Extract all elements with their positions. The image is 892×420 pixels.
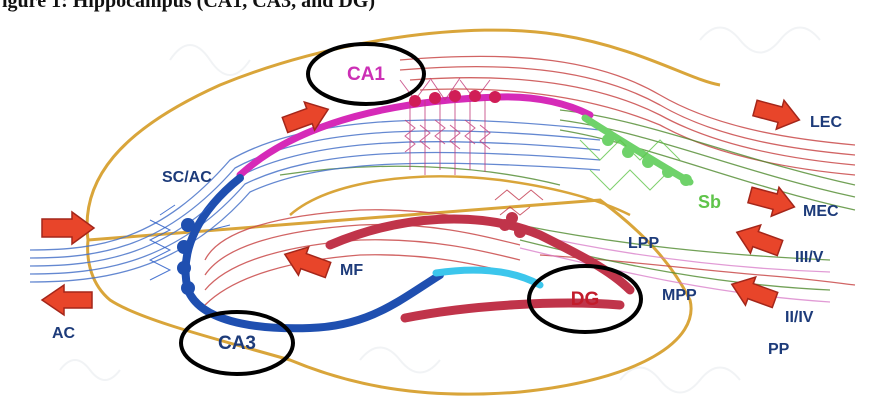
ca1-neurons (409, 90, 501, 107)
red-fibers (204, 55, 856, 306)
mf-label: MF (340, 262, 363, 279)
dg-label: DG (571, 289, 600, 310)
arrows (40, 98, 801, 317)
sb-label: Sb (698, 192, 721, 212)
ca3-band (181, 174, 444, 333)
sc-ac-label: SC/AC (162, 169, 212, 186)
ac-label: AC (52, 325, 76, 342)
dg-lower-band (400, 298, 625, 323)
arrow-lec (752, 98, 801, 131)
inner-outline (289, 175, 631, 217)
ii-iv-label: II/IV (785, 309, 814, 326)
dg-neurons (494, 189, 544, 238)
subiculum-band (581, 114, 694, 186)
fiber-bundles (29, 55, 856, 306)
labels: CA1 CA3 DG SC/AC MF LPP MPP PP LEC MEC I… (52, 64, 842, 358)
figure-caption: igure 1: Hippocampus (CA1, CA3, and DG) (2, 0, 375, 12)
subiculum-neurons (579, 134, 692, 191)
pp-label: PP (768, 341, 790, 358)
ca1-label: CA1 (347, 64, 385, 85)
outer-outline (85, 28, 721, 396)
arrow-ii-iv (730, 275, 779, 309)
highlight-circles (179, 42, 643, 376)
blue-fibers (29, 119, 601, 283)
mpp-label: MPP (662, 287, 697, 304)
dg-blue-segment (432, 266, 544, 289)
ca3-label: CA3 (218, 333, 256, 354)
iii-v-label: III/V (795, 249, 824, 266)
lec-label: LEC (810, 114, 842, 131)
watermark (59, 26, 821, 394)
arrow-in-left (41, 210, 96, 246)
mec-label: MEC (803, 203, 839, 220)
ca1-circle (306, 42, 426, 106)
dg-circle (527, 264, 643, 334)
arrow-ca1 (281, 100, 330, 134)
arrow-mec (747, 185, 796, 218)
ca3-neurons (148, 204, 231, 295)
ca3-circle (179, 310, 295, 376)
arrow-mf (283, 245, 332, 279)
lpp-label: LPP (628, 235, 659, 252)
arrow-iii-v (735, 223, 784, 257)
arrow-out-ac (40, 283, 93, 317)
